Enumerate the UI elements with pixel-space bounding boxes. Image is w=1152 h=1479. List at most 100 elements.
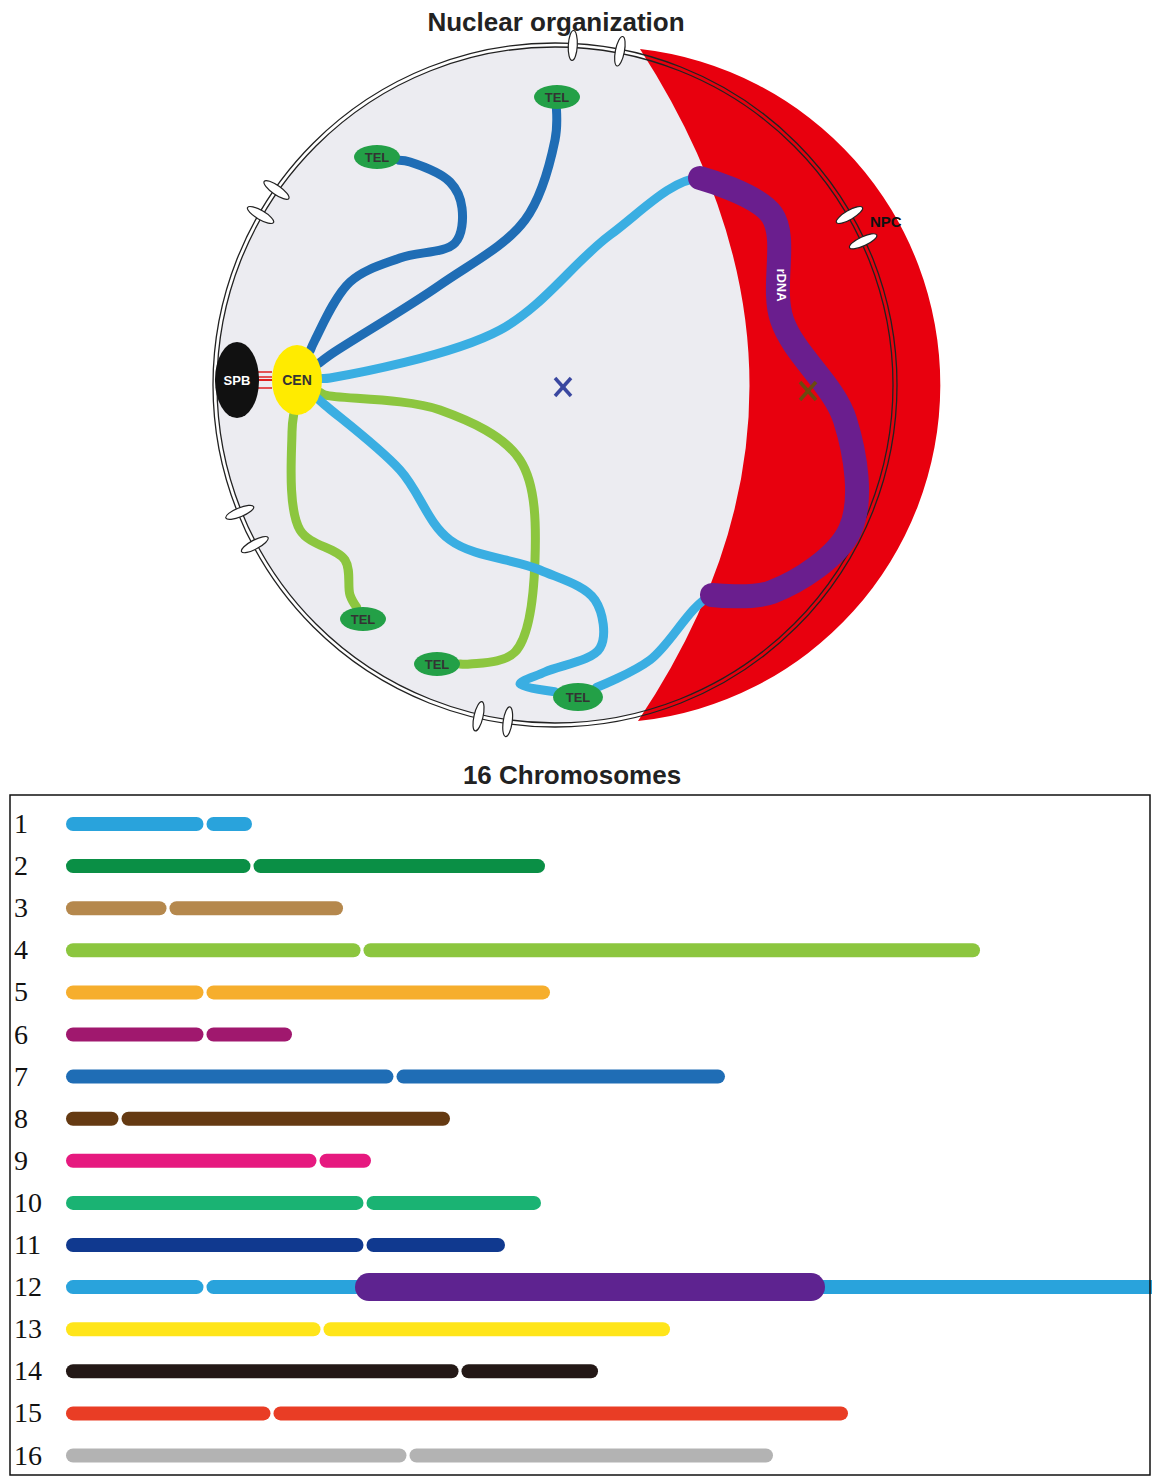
chromosome-arm [310, 160, 462, 350]
chromosome-arm [66, 1112, 119, 1126]
telomere: TEL [340, 607, 386, 631]
nuclear-envelope-inner [217, 47, 893, 723]
chromosome-arm [66, 1322, 321, 1336]
chromosome-arm [410, 1449, 774, 1463]
chromosome-arm [170, 901, 344, 915]
chromosome-bars [66, 817, 1152, 1463]
chromosome-arm [367, 1238, 506, 1252]
chromosome-number: 15 [14, 1397, 42, 1429]
chromosome-number: 13 [14, 1313, 42, 1345]
chromosome-arm [274, 1406, 849, 1420]
chromosome-number: 4 [14, 934, 28, 966]
chromosome-number: 3 [14, 892, 28, 924]
cross-mark [555, 378, 571, 396]
chromosome-number: 2 [14, 850, 28, 882]
chromosome-arm [66, 1154, 317, 1168]
chromosome-number: 12 [14, 1271, 42, 1303]
telomere: TEL [534, 85, 580, 109]
title: Nuclear organization [427, 7, 684, 38]
chromosome-bar [66, 1196, 541, 1210]
chromosome-arm [122, 1112, 451, 1126]
chromosome-arm [66, 1406, 271, 1420]
node-text: TEL [566, 690, 591, 705]
center-mark [555, 378, 571, 396]
nucleolus-mark [800, 382, 816, 400]
telomere: TEL [553, 683, 603, 711]
chromosome-number: 10 [14, 1187, 42, 1219]
chromosome-arm [66, 1196, 364, 1210]
chromosome-bar [66, 1112, 450, 1126]
chromosome-arm [66, 943, 361, 957]
chromosome-number: 16 [14, 1440, 42, 1472]
cross-mark [800, 382, 816, 400]
nuclear-envelope-outer [213, 43, 897, 727]
chromosome-number: 9 [14, 1145, 28, 1177]
cross-mark [555, 378, 571, 396]
chromosome-number: 7 [14, 1061, 28, 1093]
nuclear-pore [224, 503, 255, 523]
pore-group [224, 30, 878, 737]
section-heading: 16 Chromosomes [463, 760, 681, 791]
spindle-pole-body: SPB [215, 342, 260, 418]
node-text: TEL [545, 90, 570, 105]
nuclear-pore [501, 706, 514, 737]
chromosome-arm [66, 859, 251, 873]
chromosome-bar [66, 1238, 505, 1252]
node-text: TEL [351, 612, 376, 627]
chromosome-arm [320, 1154, 372, 1168]
chromosome-arm [322, 178, 857, 688]
chromosome-arm [66, 1449, 407, 1463]
chromosome-bar [66, 1154, 371, 1168]
chromosome-bar [66, 817, 252, 831]
telomere: TEL [354, 145, 400, 169]
nuclear-pore [834, 204, 864, 227]
chromosome-arm [66, 817, 204, 831]
chromosome-arm [319, 109, 557, 363]
spindle-link [259, 379, 272, 381]
centromere-cluster: CEN [272, 345, 322, 415]
rdna-block [355, 1273, 825, 1301]
chromosome-arm [66, 985, 204, 999]
chromosome-arm [324, 1322, 671, 1336]
nuclear-pore [245, 204, 275, 227]
chromosome-bar [66, 1028, 292, 1042]
chromosome-bar [66, 901, 343, 915]
nuclear-pore [848, 231, 879, 252]
rdna-array [700, 178, 857, 596]
node-text: CEN [282, 372, 312, 388]
nuclear-pore [262, 178, 292, 203]
telomere: TEL [414, 652, 460, 676]
nuclear-pore [613, 36, 628, 67]
node-text: SPB [224, 373, 251, 388]
chromosome-number: 5 [14, 976, 28, 1008]
chromosome-arm [66, 901, 167, 915]
chromosome-bar [66, 1406, 848, 1420]
node-text: TEL [365, 150, 390, 165]
chromosome-arm [397, 1070, 726, 1084]
chromosome-arm [462, 1364, 599, 1378]
chromosome-arm [66, 1238, 364, 1252]
chromosome-arm [66, 1364, 459, 1378]
chromosome-number: 8 [14, 1103, 28, 1135]
nuclear-pore [471, 701, 487, 732]
chromosome-arm [291, 415, 357, 608]
chromosome-frame [10, 795, 1150, 1475]
chromosome-arm [367, 1196, 542, 1210]
nuclear-pore [239, 534, 270, 556]
chromosome-arm [207, 817, 253, 831]
chromosome-number: 11 [14, 1229, 41, 1261]
chromosome-arm [254, 859, 546, 873]
node-text: TEL [425, 657, 450, 672]
chromosome-arm [66, 1070, 394, 1084]
chromosome-number: 1 [14, 808, 28, 840]
chromosome-bar [66, 943, 980, 957]
chromosome-arm [207, 1028, 293, 1042]
chromosome-bar [66, 859, 545, 873]
chromosome-bar [66, 1364, 598, 1378]
chromosome-number: 14 [14, 1355, 42, 1387]
structure-label: NPC [870, 213, 902, 230]
